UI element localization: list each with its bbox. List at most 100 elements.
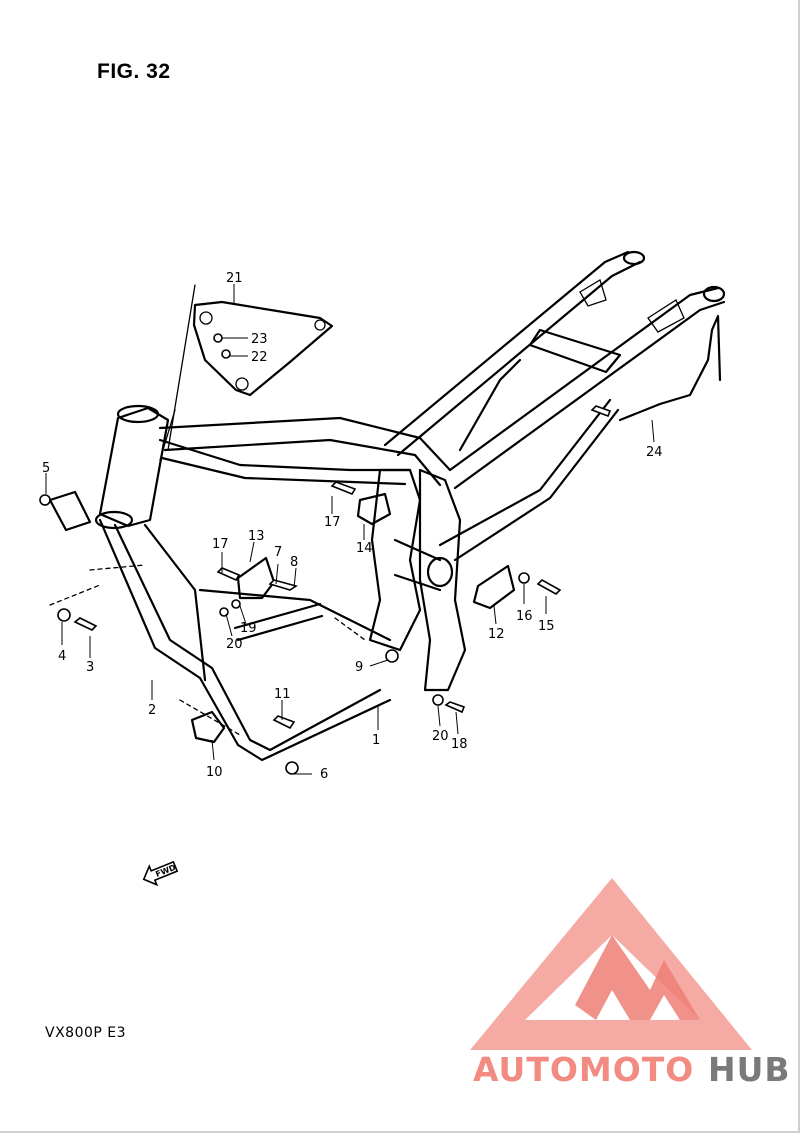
callout-18: 18 bbox=[451, 737, 468, 752]
rear-rail-end-b bbox=[702, 285, 726, 303]
watermark-triangle-icon bbox=[470, 878, 752, 1050]
washer-16 bbox=[518, 572, 530, 584]
engine-mount-12 bbox=[472, 564, 516, 610]
gusset-leader-line-b bbox=[159, 409, 176, 461]
callout-23: 23 bbox=[251, 332, 268, 347]
washer-4 bbox=[57, 608, 71, 622]
scan-edge-right bbox=[798, 0, 800, 1133]
nut-9 bbox=[385, 649, 399, 663]
steering-head-bottom bbox=[94, 510, 134, 530]
callout-2: 2 bbox=[148, 703, 156, 718]
watermark-m-icon bbox=[575, 935, 700, 1020]
callout-1: 1 bbox=[372, 733, 380, 748]
bolt-24-fastener bbox=[590, 405, 612, 418]
watermark-text-main: AUTOMOTO bbox=[473, 1050, 694, 1089]
callout-13: 13 bbox=[248, 529, 265, 544]
callout-20b: 20 bbox=[432, 729, 449, 744]
watermark-text-hub: HUB bbox=[708, 1050, 791, 1089]
pivot-plate-left bbox=[368, 468, 422, 652]
callout-8: 8 bbox=[290, 555, 298, 570]
side-bracket-24 bbox=[618, 314, 722, 422]
down-tube-left bbox=[113, 523, 382, 752]
engine-mount-14 bbox=[356, 492, 392, 526]
rear-lower-stay-a bbox=[438, 398, 612, 547]
pivot-plate-right bbox=[418, 468, 467, 692]
bolt-11 bbox=[272, 715, 296, 730]
callout-16: 16 bbox=[516, 609, 533, 624]
callout-24: 24 bbox=[646, 445, 663, 460]
rear-lower-stay-b bbox=[453, 408, 620, 562]
callout-4: 4 bbox=[58, 649, 66, 664]
callout-7: 7 bbox=[274, 545, 282, 560]
washer-20a bbox=[219, 607, 229, 617]
bolt-18 bbox=[444, 701, 466, 714]
bolt-6 bbox=[285, 761, 299, 775]
rear-rail-upper-d bbox=[453, 300, 726, 490]
leader-lines bbox=[45, 284, 655, 775]
callout-11: 11 bbox=[274, 687, 291, 702]
callout-15: 15 bbox=[538, 619, 555, 634]
bolt-17a bbox=[330, 481, 357, 495]
engine-mount-10 bbox=[190, 710, 226, 744]
callout-22: 22 bbox=[251, 350, 268, 365]
callout-3: 3 bbox=[86, 660, 94, 675]
bolt-5 bbox=[39, 494, 51, 506]
pivot-cross-tube-b bbox=[393, 573, 442, 592]
gusset-leader-line bbox=[167, 284, 196, 451]
bolt-15 bbox=[536, 579, 562, 595]
model-label: VX800P E3 bbox=[45, 1025, 127, 1041]
rear-diag-stay bbox=[458, 358, 522, 452]
steering-head-top bbox=[116, 404, 160, 424]
cross-tube-mid bbox=[233, 602, 322, 630]
washer-20b bbox=[432, 694, 444, 706]
pivot-boss bbox=[426, 556, 454, 588]
upper-spar-left-b bbox=[163, 438, 442, 487]
callout-20a: 20 bbox=[226, 637, 243, 652]
callout-21: 21 bbox=[226, 271, 243, 286]
rear-rail-upper-c bbox=[448, 286, 720, 472]
bolt-17b bbox=[216, 567, 241, 582]
fwd-arrow: FWD bbox=[142, 860, 179, 887]
rear-rail-upper-b bbox=[396, 260, 642, 457]
fwd-arrow-icon bbox=[142, 860, 179, 887]
cross-tube-mid-b bbox=[236, 614, 324, 642]
callout-numbers: 1 2 3 4 5 6 7 8 9 10 11 12 13 14 15 16 1… bbox=[42, 271, 663, 782]
cradle-cross bbox=[198, 588, 392, 642]
callout-17b: 17 bbox=[212, 537, 229, 552]
bolt-19 bbox=[231, 599, 241, 609]
callout-10: 10 bbox=[206, 765, 223, 780]
bolt-7-8 bbox=[268, 579, 298, 591]
steering-head bbox=[98, 406, 170, 528]
scan-edge-bottom bbox=[0, 1131, 800, 1133]
callout-14: 14 bbox=[356, 541, 373, 556]
callout-5: 5 bbox=[42, 461, 50, 476]
bolt-22 bbox=[221, 349, 231, 359]
figure-title: FIG. 32 bbox=[97, 60, 171, 83]
callout-19: 19 bbox=[240, 621, 257, 636]
down-tube-right bbox=[143, 523, 207, 682]
pivot-cross-tube bbox=[393, 538, 442, 562]
callout-12: 12 bbox=[488, 627, 505, 642]
front-bracket-5 bbox=[48, 490, 92, 532]
rear-rail-upper-a bbox=[383, 250, 630, 447]
gusset-hole-a bbox=[199, 311, 213, 325]
callout-6: 6 bbox=[320, 767, 328, 782]
main-frame-drawing bbox=[39, 250, 726, 775]
rear-rail-end-a bbox=[622, 250, 646, 266]
engine-outline-dashed bbox=[49, 564, 366, 736]
gusset-plate bbox=[192, 300, 334, 397]
gusset-hole-c bbox=[314, 319, 326, 331]
gusset-hole-b bbox=[235, 377, 249, 391]
rear-bracket-b bbox=[647, 299, 685, 333]
bolt-3 bbox=[73, 617, 98, 631]
rear-bracket-a bbox=[579, 279, 607, 307]
callout-9: 9 bbox=[355, 660, 363, 675]
engine-mount-13 bbox=[236, 556, 276, 600]
watermark-logo: AUTOMOTO HUB bbox=[470, 878, 791, 1089]
nut-23 bbox=[213, 333, 223, 343]
callout-17a: 17 bbox=[324, 515, 341, 530]
rear-cross-member bbox=[528, 328, 622, 374]
upper-spar-left bbox=[158, 416, 452, 472]
